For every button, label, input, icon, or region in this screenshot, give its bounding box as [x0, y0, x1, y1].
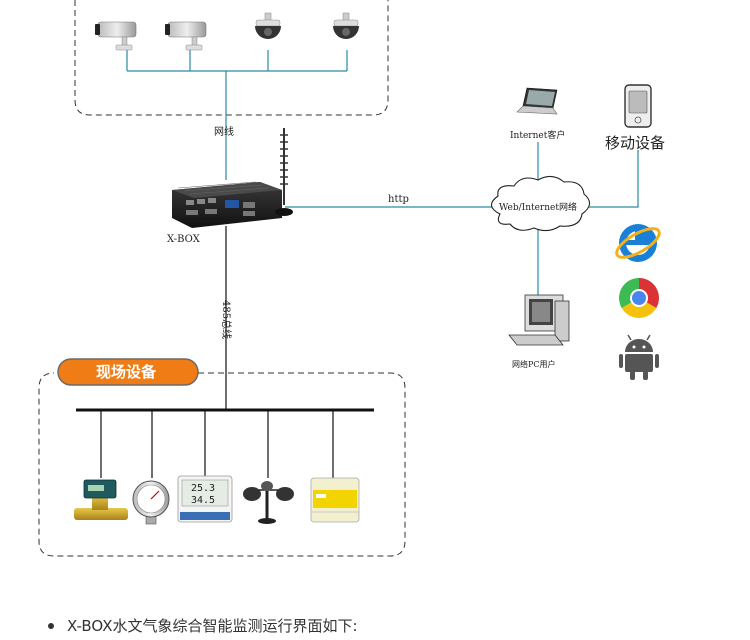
footer-bullet-item: X-BOX水文气象综合智能监测运行界面如下: — [48, 615, 358, 636]
cloud-label: Web/Internet网络 — [499, 201, 577, 213]
laptop-icon — [516, 87, 558, 115]
mobile-device-label: 移动设备 — [605, 134, 665, 152]
bullet-camera-icon — [95, 21, 137, 51]
xbox-label: X-BOX — [167, 234, 201, 245]
desktop-pc-icon — [508, 294, 570, 346]
bus-485-label: 485总线 — [220, 300, 233, 339]
dome-camera-icon — [255, 12, 281, 39]
flow-meter-icon — [74, 479, 128, 520]
internet-explorer-icon — [615, 224, 661, 262]
bullet-dot-icon — [48, 622, 54, 629]
footer-bullet-text: X-BOX水文气象综合智能监测运行界面如下: — [67, 617, 358, 635]
camera-group-border — [74, 0, 389, 116]
field-devices-label: 现场设备 — [96, 363, 157, 381]
pc-user-label: 网络PC用户 — [512, 359, 556, 369]
field-group-border — [38, 372, 406, 557]
anemometer-icon — [243, 481, 294, 524]
sensor-display-top: 25.3 — [191, 483, 215, 494]
cloud-links — [537, 142, 639, 298]
cloud-icon — [490, 175, 591, 232]
temp-humidity-sensor-icon: 25.3 34.5 — [177, 475, 233, 523]
xbox-device-icon — [172, 128, 293, 228]
http-label: http — [388, 194, 409, 205]
mobile-phone-icon — [624, 84, 652, 128]
field-devices-badge — [57, 358, 199, 386]
wire-link-label: 网线 — [214, 125, 234, 138]
chrome-icon — [619, 278, 659, 318]
pressure-gauge-icon — [132, 480, 170, 525]
internet-client-label: Internet客户 — [510, 129, 565, 141]
bus-drops — [100, 410, 334, 478]
camera-wiring — [126, 50, 348, 180]
dome-camera-icon — [333, 12, 359, 39]
bullet-camera-icon — [165, 21, 207, 51]
din-module-icon — [310, 477, 360, 523]
android-icon — [619, 334, 659, 380]
sensor-display-bottom: 34.5 — [191, 495, 215, 506]
